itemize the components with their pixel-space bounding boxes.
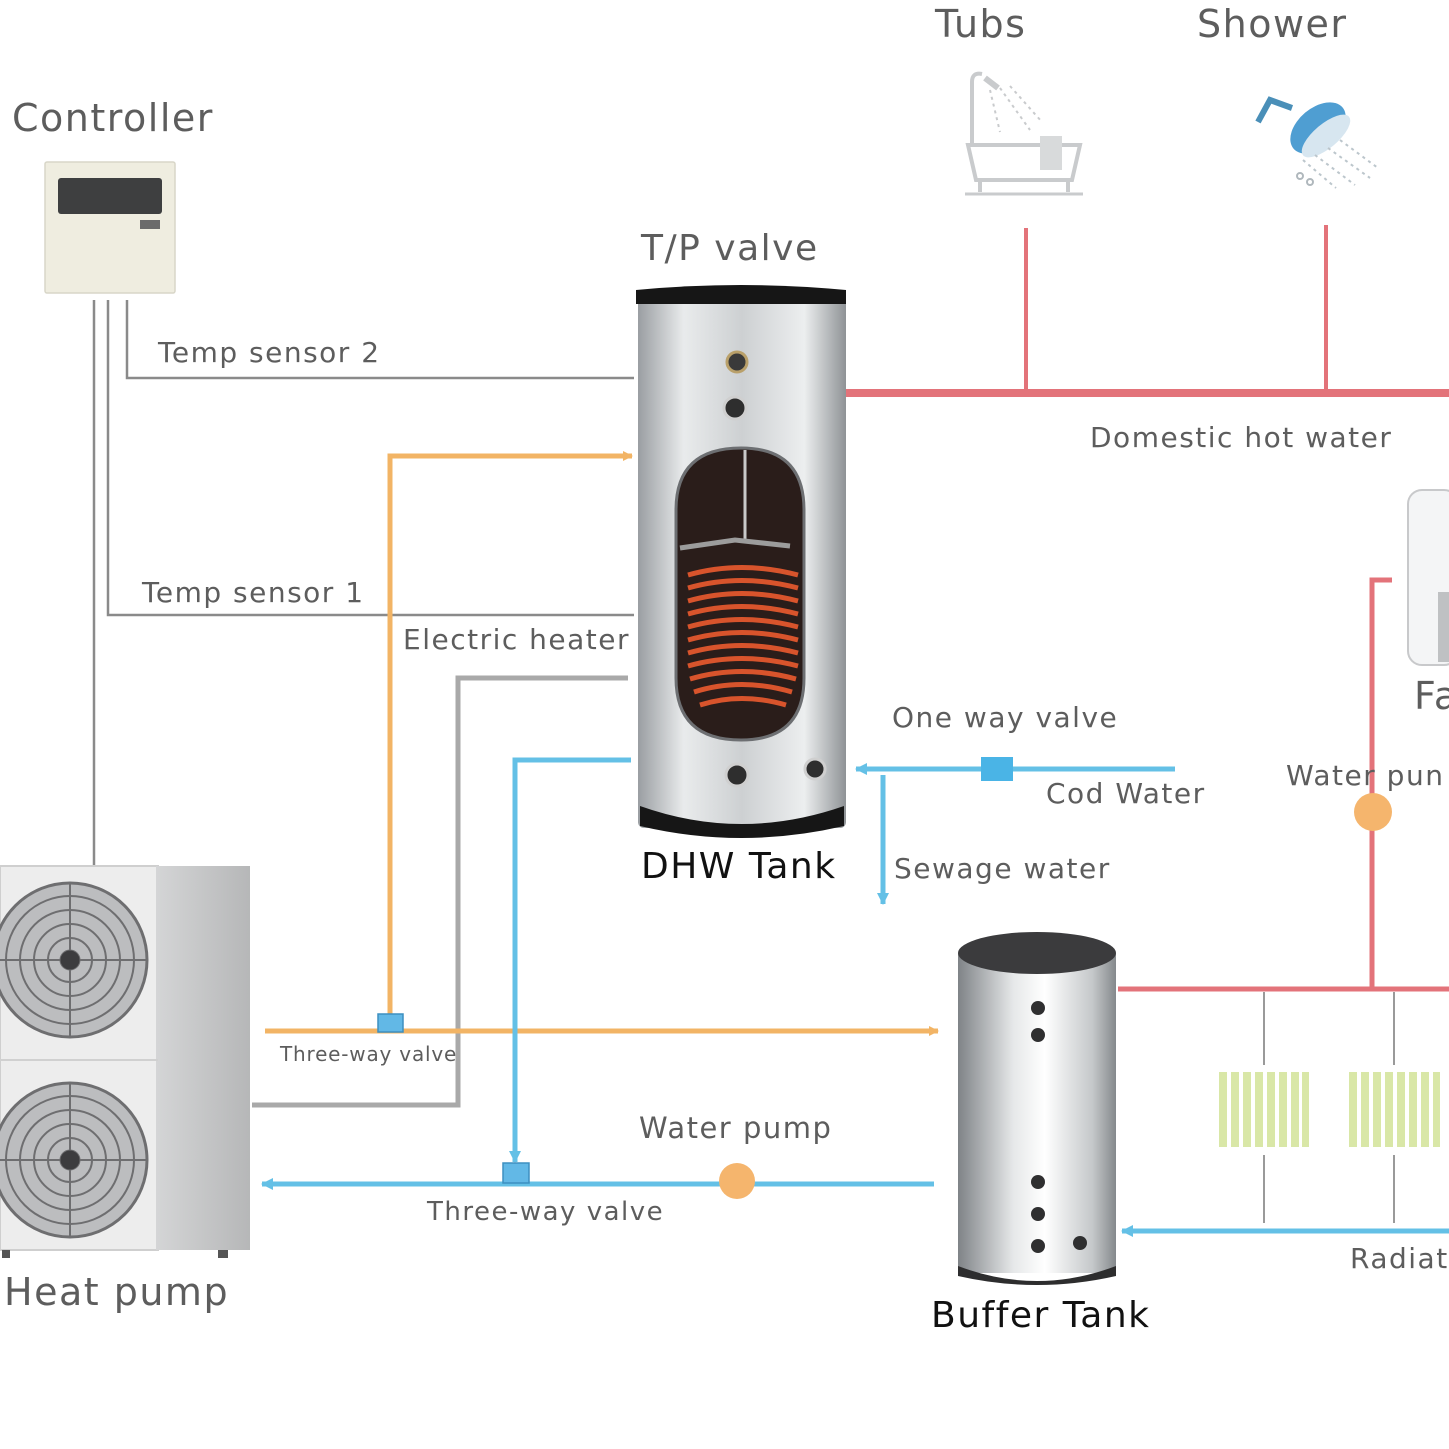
dhw-tank-label: DHW Tank [641, 846, 837, 887]
heat-exchanger-coil [687, 565, 799, 708]
water-pump-bottom-label: Water pump [639, 1111, 833, 1145]
cod-water-label: Cod Water [1046, 777, 1206, 810]
shower-head-icon [1255, 96, 1379, 189]
sewage-water-label: Sewage water [894, 852, 1111, 885]
fan-coil-unit-icon [1407, 489, 1449, 666]
electric-heater-label: Electric heater [403, 623, 631, 656]
fan-grille-icon [0, 1081, 149, 1239]
temp-sensor-2-wire [125, 300, 634, 380]
heating-pipes [846, 225, 1449, 992]
controller-label: Controller [12, 96, 214, 140]
one-way-valve-label: One way valve [892, 701, 1119, 734]
dhw-return-pipe [509, 757, 631, 1163]
domestic-hot-water-label: Domestic hot water [1090, 421, 1393, 454]
tp-valve-fitting-icon [725, 350, 749, 374]
temp-sensor-2-label: Temp sensor 2 [158, 336, 381, 369]
one-way-valve-icon [981, 757, 1013, 781]
water-pump-right-label: Water pun [1286, 759, 1445, 792]
tubs-label: Tubs [935, 2, 1027, 46]
hot-water-pipes [265, 451, 939, 1036]
three-way-valve-icon [502, 1162, 530, 1184]
return-water-pipes [261, 757, 1449, 1237]
heat-pump-unit-icon [0, 865, 250, 1258]
radiator-connections [1263, 992, 1395, 1223]
fan-coil-label: Fa [1414, 674, 1449, 718]
temp-sensor-1-wire [106, 300, 634, 617]
electric-heater-wire [252, 675, 628, 1108]
dhw-tank [636, 285, 846, 838]
three-way-valve-lower-label: Three-way valve [427, 1197, 665, 1227]
wall-controller-icon [44, 161, 176, 294]
fan-grille-icon [0, 881, 149, 1039]
tp-valve-label: T/P valve [641, 228, 819, 269]
bathtub-icon [965, 71, 1083, 196]
water-pump-icon [719, 1163, 755, 1199]
fan-coil-riser-pipe [1369, 577, 1392, 989]
signal-wires [92, 300, 634, 866]
radiator-icon [1219, 1072, 1309, 1147]
water-pump-icon [1354, 793, 1392, 831]
temp-sensor-1-label: Temp sensor 1 [142, 576, 365, 609]
buffer-tank-label: Buffer Tank [931, 1295, 1151, 1336]
radiator-icon [1349, 1072, 1440, 1147]
heat-pump-label: Heat pump [4, 1270, 230, 1314]
hot-supply-to-dhw-pipe [387, 451, 633, 1022]
three-way-valve-upper-label: Three-way valve [280, 1042, 458, 1066]
radiator-label: Radiato [1350, 1242, 1449, 1275]
buffer-tank [958, 932, 1116, 1285]
shower-label: Shower [1197, 2, 1348, 46]
three-way-valve-icon [377, 1013, 404, 1033]
